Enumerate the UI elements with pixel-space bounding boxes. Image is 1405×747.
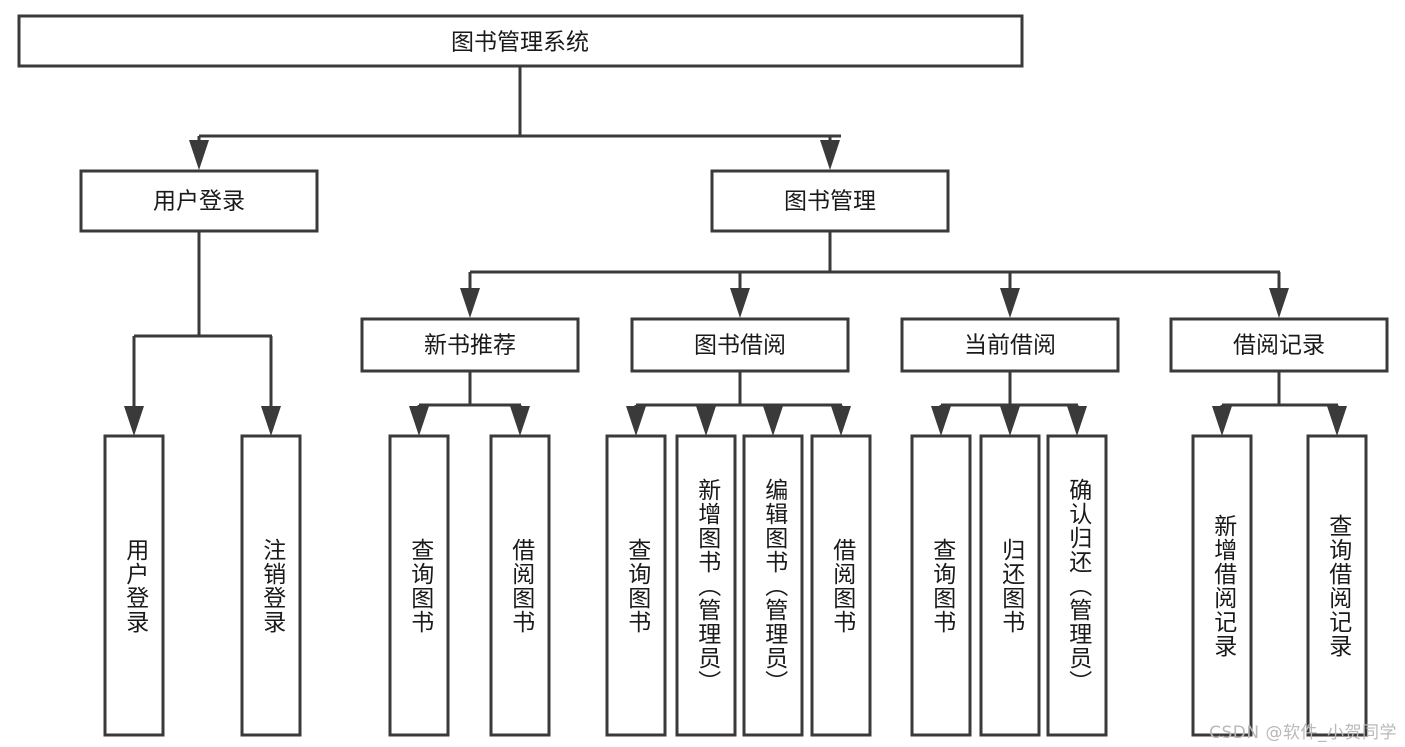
arrow-head-icon: [189, 140, 209, 170]
node-book-management: 图书管理: [710, 169, 950, 233]
leaf-box-book-borrow-3: [810, 434, 872, 737]
node-user-login: 用户登录: [79, 169, 319, 233]
node-book-management-box: [710, 169, 950, 233]
node-borrow-record-label: 借阅记录: [1233, 333, 1325, 359]
node-current-borrow-box: [900, 317, 1120, 373]
arrow-head-icon: [763, 406, 783, 436]
arrow-head-icon: [696, 406, 716, 436]
node-borrow-record: 借阅记录: [1169, 317, 1389, 373]
arrow-head-icon: [831, 406, 851, 436]
connector-book-borrow-to-leaves: [626, 371, 851, 436]
arrow-head-icon: [124, 406, 144, 436]
node-new-book-recommend-label: 新书推荐: [424, 333, 516, 359]
node-borrow-record-box: [1169, 317, 1389, 373]
leaf-box-current-borrow-2: [1046, 434, 1108, 737]
leaf-box-book-borrow-0: [605, 434, 667, 737]
leaf-box-book-borrow-2: [742, 434, 804, 737]
node-book-management-label: 图书管理: [784, 189, 876, 215]
arrow-head-icon: [1000, 406, 1020, 436]
arrow-head-icon: [261, 406, 281, 436]
node-user-login-label: 用户登录: [153, 189, 245, 215]
connector-borrow-record-to-leaves: [1212, 371, 1347, 436]
leaf-box-new-book-1: [489, 434, 551, 737]
node-root-box: [17, 14, 1024, 68]
leaf-box-user-login-1: [240, 434, 302, 737]
node-new-book-recommend-box: [360, 317, 580, 373]
node-current-borrow: 当前借阅: [900, 317, 1120, 373]
watermark-label: CSDN @软件_小贺同学: [1209, 723, 1397, 743]
arrow-head-icon: [820, 140, 840, 170]
connector-new-book-recommend-to-leaves: [409, 371, 530, 436]
leaf-box-user-login-0: [103, 434, 165, 737]
connector-root-to-level2: [189, 66, 841, 170]
arrow-head-icon: [1000, 288, 1020, 318]
connector-book-management-to-level3: [460, 231, 1289, 318]
node-root: 图书管理系统: [17, 14, 1024, 68]
arrow-head-icon: [1327, 406, 1347, 436]
leaf-box-book-borrow-1: [675, 434, 737, 737]
leaf-box-new-book-0: [388, 434, 450, 737]
node-current-borrow-label: 当前借阅: [964, 333, 1056, 359]
arrow-head-icon: [1067, 406, 1087, 436]
leaf-box-current-borrow-0: [910, 434, 972, 737]
arrow-head-icon: [409, 406, 429, 436]
node-book-borrow-box: [630, 317, 850, 373]
arrow-head-icon: [460, 288, 480, 318]
connector-user-login-to-leaves: [124, 231, 281, 436]
arrow-head-icon: [1212, 406, 1232, 436]
node-root-label: 图书管理系统: [451, 30, 589, 56]
arrow-head-icon: [931, 406, 951, 436]
leaf-box-borrow-record-0: [1191, 434, 1253, 737]
arrow-head-icon: [626, 406, 646, 436]
leaf-box-current-borrow-1: [979, 434, 1041, 737]
arrow-head-icon: [730, 288, 750, 318]
node-book-borrow: 图书借阅: [630, 317, 850, 373]
arrow-head-icon: [510, 406, 530, 436]
connector-current-borrow-to-leaves: [931, 371, 1087, 436]
arrow-head-icon: [1269, 288, 1289, 318]
leaf-box-borrow-record-1: [1306, 434, 1368, 737]
node-book-borrow-label: 图书借阅: [694, 333, 786, 359]
node-new-book-recommend: 新书推荐: [360, 317, 580, 373]
